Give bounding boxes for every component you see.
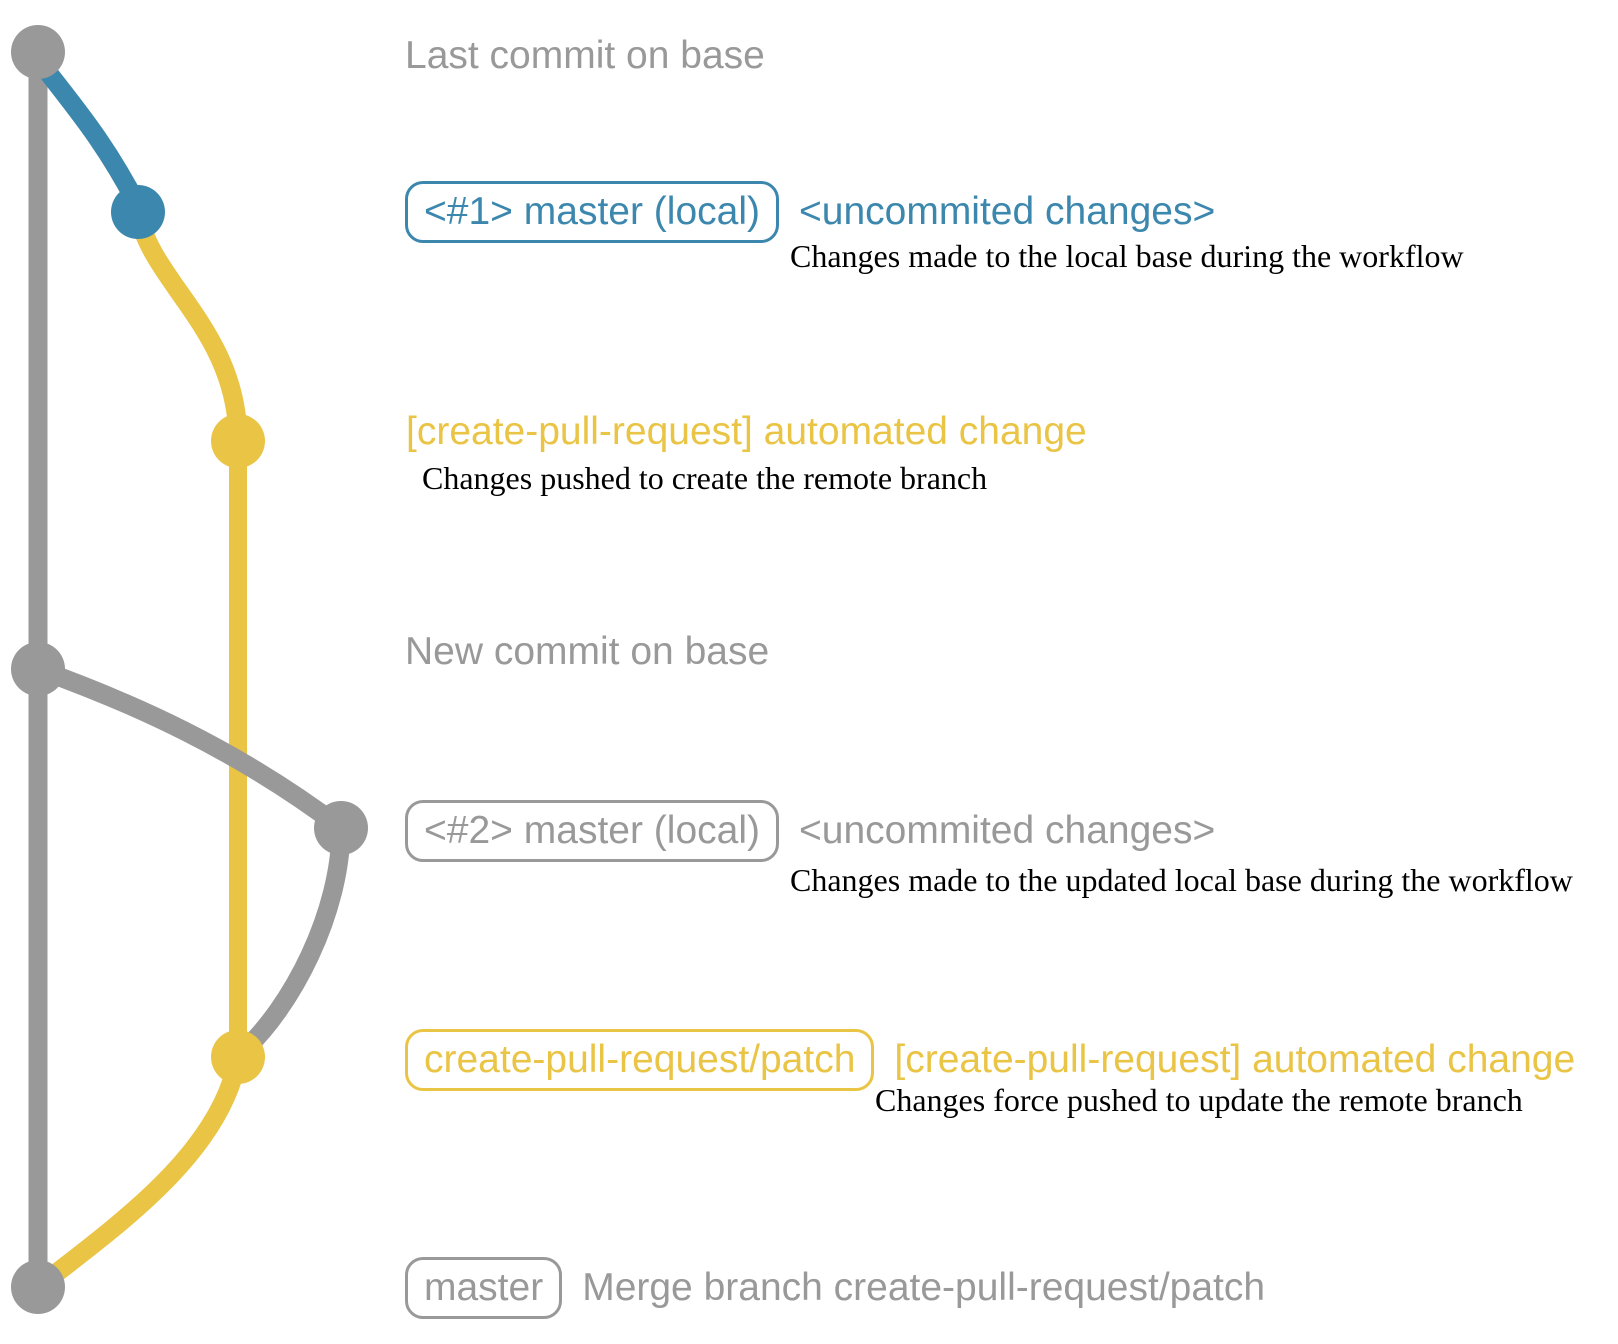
commit-dot-automated-change-1 bbox=[211, 414, 265, 468]
branch-badge-master: master bbox=[405, 1257, 563, 1319]
commit-caption: Changes made to the local base during th… bbox=[790, 238, 1464, 274]
force-push-curve bbox=[230, 818, 351, 1064]
commit-dot-new-commit-on-base bbox=[11, 642, 65, 696]
patch-branch-curve-top bbox=[128, 202, 248, 451]
commit-message: <uncommited changes> bbox=[798, 190, 1216, 233]
commit-row-automated-change-2: create-pull-request/patch [create-pull-r… bbox=[405, 1029, 1575, 1091]
commit-caption: Changes force pushed to update the remot… bbox=[875, 1082, 1523, 1118]
commit-row-automated-change-1: [create-pull-request] automated change bbox=[406, 409, 1087, 455]
commit-message: Merge branch create-pull-request/patch bbox=[582, 1266, 1266, 1309]
updated-local-branch-curve bbox=[28, 659, 351, 838]
commit-row-new-commit-on-base: New commit on base bbox=[405, 629, 769, 675]
commit-message: [create-pull-request] automated change bbox=[406, 410, 1087, 453]
commit-row-merge-commit: master Merge branch create-pull-request/… bbox=[405, 1257, 1265, 1319]
merge-branch-curve bbox=[36, 1047, 248, 1291]
commit-message: [create-pull-request] automated change bbox=[894, 1038, 1576, 1081]
commit-row-last-commit-on-base: Last commit on base bbox=[405, 33, 765, 79]
commit-row-uncommited-changes-1: <#1> master (local) <uncommited changes> bbox=[405, 181, 1215, 243]
commit-label: New commit on base bbox=[405, 630, 770, 673]
commit-row-uncommited-changes-2: <#2> master (local) <uncommited changes> bbox=[405, 800, 1215, 862]
branch-badge-master-local-2: <#2> master (local) bbox=[405, 800, 779, 862]
commit-caption: Changes pushed to create the remote bran… bbox=[422, 460, 988, 496]
commit-dot-uncommited-changes-2 bbox=[314, 801, 368, 855]
local-master-branch-curve bbox=[30, 52, 148, 216]
commit-dot-merge-commit bbox=[11, 1260, 65, 1314]
commit-caption: Changes made to the updated local base d… bbox=[790, 862, 1573, 898]
commit-dot-uncommited-changes-1 bbox=[111, 185, 165, 239]
commit-dot-last-commit-on-base bbox=[11, 25, 65, 79]
commit-dot-automated-change-2 bbox=[211, 1030, 265, 1084]
commit-message: <uncommited changes> bbox=[798, 809, 1216, 852]
branch-badge-master-local-1: <#1> master (local) bbox=[405, 181, 779, 243]
branch-badge-patch: create-pull-request/patch bbox=[405, 1029, 875, 1091]
commit-label: Last commit on base bbox=[405, 34, 765, 77]
